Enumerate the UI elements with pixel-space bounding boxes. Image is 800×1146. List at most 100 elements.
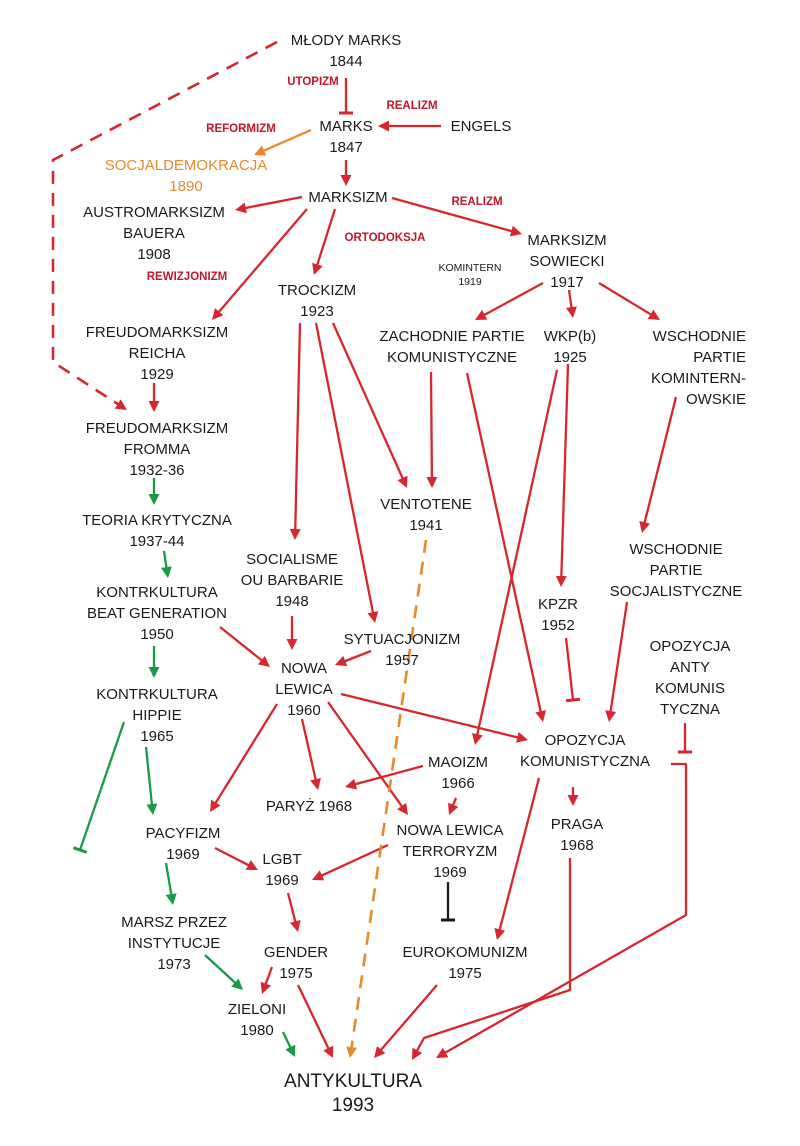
node-line: 1968 (560, 837, 594, 854)
node-line: 1844 (329, 53, 363, 70)
node-line: TROCKIZM (277, 282, 357, 299)
edge-marsz-to-zieloni (204, 954, 243, 990)
edge-wkpb-to-maoizm-arrowhead (471, 733, 483, 745)
edge-reicha-to-fromma (148, 383, 160, 412)
edge-fromma-to-teoria-arrowhead (148, 494, 160, 505)
small-label-line: 1919 (458, 276, 482, 288)
edge-gender-to-zieloni (260, 966, 274, 994)
edge-eurokomunizm-to-antykultura-arrowhead (374, 1046, 386, 1058)
node-line: 1917 (550, 274, 584, 291)
edge-marsz-to-zieloni-arrowhead (231, 978, 243, 990)
edge-zachodnie-to-ventotene-arrowhead (426, 476, 438, 488)
edge-marks-to-marksizm-arrowhead (340, 175, 352, 186)
node-line: PRAGA (550, 816, 604, 833)
edge-terroryzm-bar (441, 882, 455, 922)
node-line: KONTRKULTURA (96, 686, 218, 703)
edge-zachodnie-to-opozycja-arrowhead (535, 710, 547, 722)
node-line: SOWIECKI (529, 253, 605, 270)
edge-lgbt-to-gender-line (286, 892, 297, 923)
node-line: 1937-44 (129, 533, 185, 550)
edge-gender-to-antykultura (296, 984, 334, 1058)
edge-zachodnie-to-ventotene-line (429, 371, 434, 479)
edge-wkpb-to-maoizm-line (476, 369, 559, 736)
node-line: KOMUNIS (654, 680, 726, 697)
edge-wkpb-to-kpzr-arrowhead (555, 575, 567, 587)
edge-lgbt-to-gender-arrowhead (289, 919, 301, 932)
edge-marksizm-to-trockizm (312, 208, 337, 275)
edge-trockizm-to-socialisme-line (294, 322, 302, 531)
node-line: ZIELONI (227, 1001, 287, 1018)
node-line: KOMUNISTYCZNA (519, 753, 651, 770)
edge-opozycja-anty-to-antykultura-arrowhead (436, 1047, 449, 1058)
edge-socialisme-to-nowa-arrowhead (286, 639, 298, 650)
edge-marksizm-to-trockizm-line (315, 208, 337, 266)
edge-marksizm-to-sowiecki (391, 196, 522, 237)
edge-mlody-to-fromma (51, 40, 278, 410)
edge-pacyfizm-to-marsz-line (164, 862, 173, 896)
edge-pacyfizm-to-lgbt (214, 846, 258, 870)
node-zieloni: ZIELONI 1980 (228, 999, 286, 1041)
node-line: FREUDOMARKSIZM (85, 324, 229, 341)
node-line: INSTYTUCJE (127, 935, 221, 952)
edge-sytuacjonizm-to-nowa (335, 649, 372, 667)
node-line: OWSKIE (685, 391, 746, 408)
edge-sytuacjonizm-to-nowa-line (343, 649, 372, 663)
edge-terroryzm-to-lgbt-line (320, 843, 389, 877)
node-line: BAUERA (123, 225, 185, 242)
node-line: SOCJALDEMOKRACJA (104, 157, 268, 174)
edge-beat-to-hippie (148, 646, 160, 678)
edge-wschodnie-soc-to-opozycja-arrowhead (605, 710, 617, 722)
node-line: 1948 (275, 593, 309, 610)
node-paryz: PARYŻ 1968 (266, 796, 352, 817)
node-line: 1973 (157, 956, 191, 973)
edge-nowa-to-pacyfizm-arrowhead (210, 799, 221, 812)
edge-gender-to-zieloni-line (264, 966, 274, 986)
edge-sowiecki-to-wschodnie (598, 282, 660, 320)
edge-marsz-to-zieloni-line (204, 954, 237, 985)
edge-trockizm-to-sytuacjonizm-arrowhead (367, 611, 379, 623)
node-line: 1975 (279, 965, 313, 982)
edge-ventotene-to-antykultura (346, 539, 428, 1058)
node-line: HIPPIE (132, 707, 182, 724)
edge-trockizm-to-ventotene (331, 322, 408, 488)
edge-eurokomunizm-to-antykultura (374, 984, 438, 1058)
node-line: 1929 (140, 366, 174, 383)
node-zachodnie-partie: ZACHODNIE PARTIE KOMUNISTYCZNE (379, 326, 524, 368)
edge-marksizm-to-austro-arrowhead (235, 202, 247, 214)
node-line: 1932-36 (129, 462, 185, 479)
edge-eurokomunizm-to-antykultura-line (379, 984, 438, 1052)
node-line: ZACHODNIE PARTIE (379, 328, 525, 345)
edge-kpzr-bar (564, 637, 581, 703)
edge-zieloni-to-antykultura (281, 1031, 296, 1057)
node-line: KOMINTERN- (651, 370, 746, 387)
edge-nowa-to-opozycja-arrowhead (516, 732, 528, 743)
edge-maoizm-to-terroryzm-arrowhead (448, 802, 459, 815)
node-line: BEAT GENERATION (86, 605, 228, 622)
edge-maoizm-to-terroryzm-line (451, 797, 458, 807)
edge-label-rewizjonizm: REWIZJONIZM (146, 271, 228, 283)
node-line: PARTIE (693, 349, 746, 366)
edge-reicha-to-fromma-arrowhead (148, 401, 160, 412)
node-line: 1980 (240, 1022, 274, 1039)
edge-gender-to-zieloni-arrowhead (260, 981, 271, 994)
node-line: KOMUNISTYCZNE (386, 349, 517, 366)
edge-label-utopizm: UTOPIZM (287, 76, 339, 88)
edge-gender-to-antykultura-line (296, 984, 330, 1050)
node-line: VENTOTENE (380, 496, 472, 513)
node-line: MARKSIZM (308, 189, 388, 206)
edge-hippie-bar (72, 721, 126, 854)
node-line: TEORIA KRYTYCZNA (82, 512, 232, 529)
node-line: NOWA LEWICA (396, 822, 504, 839)
node-line: EUROKOMUNIZM (402, 944, 528, 961)
node-line: 1957 (385, 652, 419, 669)
